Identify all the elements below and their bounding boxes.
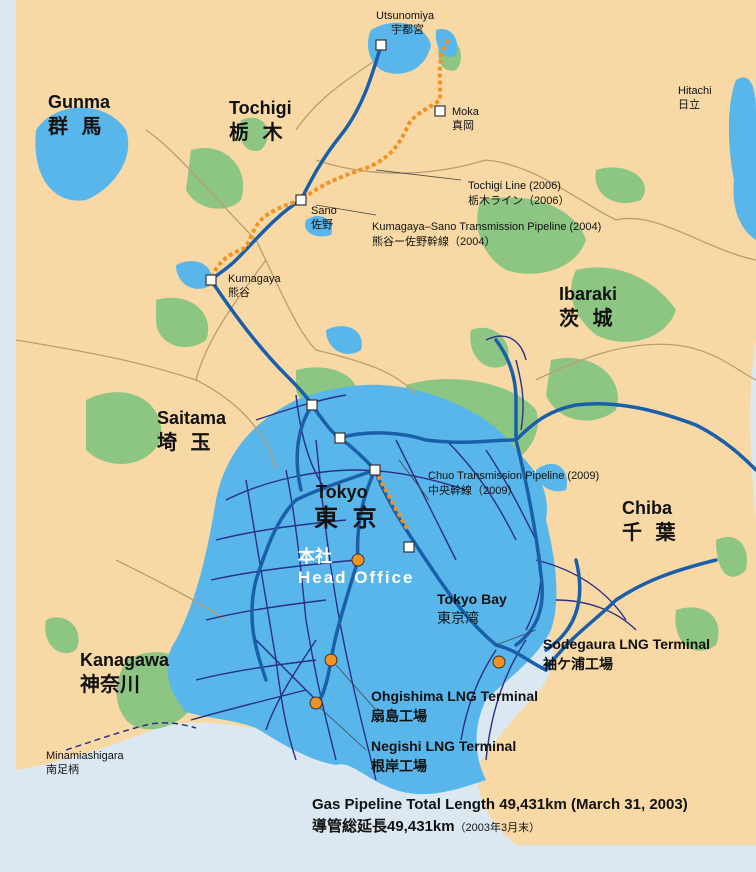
utsunomiya-station bbox=[375, 39, 387, 51]
utsunomiya-label-en: Utsunomiya bbox=[376, 10, 435, 22]
gunma-lake bbox=[35, 107, 129, 201]
hitachi-label-en: Hitachi bbox=[678, 85, 712, 97]
kanagawa-label-en: Kanagawa bbox=[80, 650, 170, 670]
sodegaura-label-jp: 袖ケ浦工場 bbox=[543, 656, 613, 672]
minamiashigara-label-jp: 南足柄 bbox=[46, 764, 79, 776]
tokyo-bay-label-jp: 東京湾 bbox=[437, 610, 479, 626]
chiba-label-jp: 千 葉 bbox=[622, 522, 680, 544]
head-office-label-en: Head Office bbox=[298, 568, 415, 587]
ibaraki-label-jp: 茨 城 bbox=[559, 308, 617, 330]
tochigi-line-label-jp: 栃木ライン（2006） bbox=[468, 195, 570, 207]
saitama-label-jp: 埼 玉 bbox=[157, 432, 215, 454]
sano-station bbox=[295, 194, 307, 206]
tokyo-label-en: Tokyo bbox=[316, 482, 368, 502]
transmission-pipelines bbox=[209, 43, 756, 706]
kanagawa-label-jp: 神奈川 bbox=[80, 674, 140, 696]
head-office-label-jp: 本社 bbox=[298, 547, 332, 566]
ohgishima-label-en: Ohgishima LNG Terminal bbox=[371, 688, 538, 704]
kumagaya-sano-path bbox=[209, 198, 302, 281]
station-c bbox=[369, 464, 381, 476]
moka-label-en: Moka bbox=[452, 106, 479, 118]
station-d bbox=[403, 541, 415, 553]
chuo-label-jp: 中央幹線（2009） bbox=[428, 485, 519, 497]
tochigi-line-label-en: Tochigi Line (2006) bbox=[468, 180, 561, 192]
leader-lines bbox=[315, 169, 537, 751]
moka-label-jp: 真岡 bbox=[452, 120, 474, 132]
head-office-marker bbox=[351, 553, 365, 567]
tochigi-label-jp: 栃 木 bbox=[229, 122, 287, 144]
kumagaya-station bbox=[205, 274, 217, 286]
saitama-label-en: Saitama bbox=[157, 408, 227, 428]
tochigi-label-en: Tochigi bbox=[229, 98, 292, 118]
total-length-jp-date: （2003年3月末） bbox=[454, 822, 541, 834]
negishi-marker bbox=[309, 696, 323, 710]
negishi-label-jp: 根岸工場 bbox=[371, 758, 427, 774]
total-length-label-jp: 導管総延長49,431km（2003年3月末） bbox=[312, 818, 540, 835]
terminals bbox=[309, 553, 506, 710]
planned-pipelines bbox=[209, 38, 450, 532]
map-frame: Gunma 群 馬 Tochigi 栃 木 Ibaraki 茨 城 Saitam… bbox=[16, 0, 756, 845]
ohgishima-marker bbox=[324, 653, 338, 667]
sodegaura-label-en: Sodegaura LNG Terminal bbox=[543, 636, 710, 652]
station-b bbox=[334, 432, 346, 444]
tokyo-bay-label-en: Tokyo Bay bbox=[437, 591, 507, 607]
map-canvas bbox=[16, 22, 756, 845]
minamiashigara-label-en: Minamiashigara bbox=[46, 750, 124, 762]
gunma-label-jp: 群 馬 bbox=[48, 116, 106, 138]
station-a bbox=[306, 399, 318, 411]
kumagaya-label-en: Kumagaya bbox=[228, 273, 281, 285]
chuo-label-en: Chuo Transmission Pipeline (2009) bbox=[428, 470, 600, 482]
kumagaya-sano-label-jp: 熊谷ー佐野幹線（2004） bbox=[372, 236, 496, 248]
gunma-label-en: Gunma bbox=[48, 92, 111, 112]
stations bbox=[205, 39, 446, 553]
sano-label-jp: 佐野 bbox=[311, 219, 333, 231]
tokyo-label-jp: 東 京 bbox=[314, 505, 381, 532]
utsunomiya-label-jp: 宇都宮 bbox=[391, 24, 424, 36]
ohgishima-label-jp: 扇島工場 bbox=[371, 708, 427, 724]
utsunomiya-lake bbox=[368, 22, 431, 74]
east-coast-water bbox=[750, 340, 756, 520]
tochigi-line-path bbox=[299, 38, 450, 202]
west-line bbox=[65, 722, 197, 751]
moka-station bbox=[434, 105, 446, 117]
prefecture-borders bbox=[16, 59, 756, 621]
total-length-label-en: Gas Pipeline Total Length 49,431km (Marc… bbox=[312, 796, 688, 813]
sano-label-en: Sano bbox=[311, 205, 337, 217]
sodegaura-marker bbox=[492, 655, 506, 669]
ibaraki-label-en: Ibaraki bbox=[559, 284, 618, 304]
kumagaya-label-jp: 熊谷 bbox=[228, 287, 250, 299]
total-length-jp: 導管総延長49,431km bbox=[312, 818, 455, 835]
negishi-label-en: Negishi LNG Terminal bbox=[371, 738, 517, 754]
kumagaya-sano-label-en: Kumagaya–Sano Transmission Pipeline (200… bbox=[372, 221, 602, 233]
chiba-label-en: Chiba bbox=[622, 498, 673, 518]
hitachi-label-jp: 日立 bbox=[678, 99, 700, 111]
